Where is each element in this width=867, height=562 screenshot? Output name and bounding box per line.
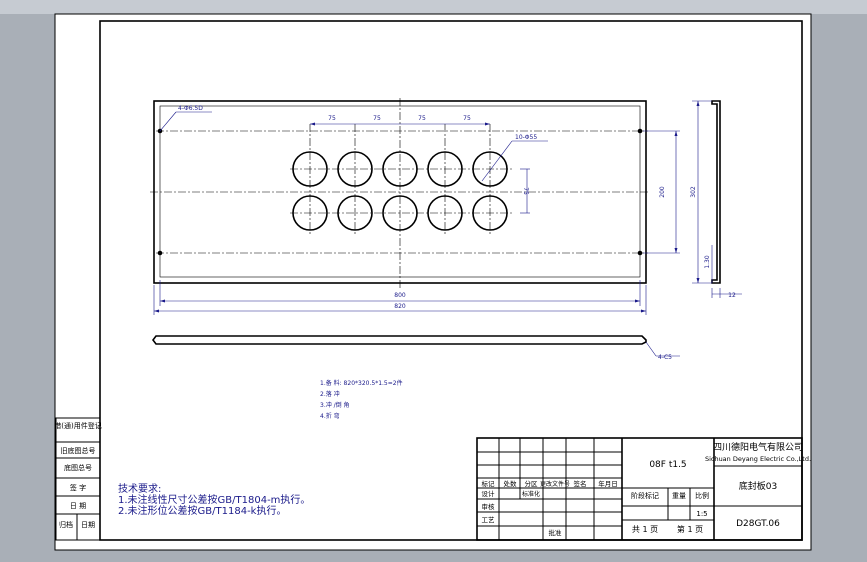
dim-side-height: 1.30	[704, 255, 711, 269]
tech-req-line-1: 1.未注线性尺寸公差按GB/T1804-m执行。	[118, 493, 310, 506]
strip-label-archive-date: 日期	[81, 521, 95, 529]
quantity-label: 重量	[672, 492, 686, 500]
dim-inner-height: 200	[659, 186, 666, 198]
rev-header-zone: 分区	[525, 479, 539, 488]
dim-pitch-1: 75	[328, 115, 336, 122]
strip-label-borrow: 借(通)用件登记	[54, 421, 101, 430]
dim-large-holes: 10-Φ55	[515, 134, 537, 141]
company-name-en: Sichuan Deyang Electric Co.,Ltd.	[705, 455, 811, 463]
scale-value: 1:5	[696, 510, 707, 518]
dim-outer-height: 302	[690, 186, 697, 198]
drawing-sheet	[55, 14, 811, 550]
note-line-1: 1.备 料: 820*320.5*1.5=2件	[320, 379, 403, 387]
dim-outer-width: 820	[394, 303, 406, 310]
revision-table: 标记 处数 分区 更改文件号 签名 年月日 设计 标准化 审核 工艺 批准	[477, 438, 623, 540]
sign-row-standard: 标准化	[522, 490, 540, 498]
strip-label-old-base: 旧底图总号	[61, 446, 96, 455]
drawing-number: D28GT.06	[736, 519, 780, 529]
dimensions: 75 75 75 75 4-Φ6.5D 10-Φ55 75 200 800	[153, 105, 680, 315]
material-spec: 08F t1.5	[649, 460, 686, 470]
rev-header-doc: 更改文件号	[540, 480, 570, 488]
sheet-total: 共 1 页	[632, 525, 658, 534]
rev-header-count: 处数	[504, 479, 518, 488]
dim-pitch-3: 75	[418, 115, 426, 122]
dim-inner-width: 800	[394, 292, 406, 299]
tech-req-line-2: 2.未注形位公差按GB/T1184-k执行。	[118, 504, 286, 517]
dim-row-gap: 75	[522, 187, 529, 195]
sign-row-approve: 批准	[549, 528, 563, 537]
tech-req-title: 技术要求:	[118, 482, 161, 495]
strip-label-date: 日 期	[70, 502, 86, 510]
plate-front-view	[150, 98, 650, 288]
note-line-4: 4.折 弯	[320, 412, 340, 420]
strip-label-base: 底图总号	[64, 463, 92, 472]
dim-chamfer: 4-C5	[658, 354, 672, 361]
strip-label-archive: 归档	[59, 520, 73, 529]
dim-pitch-2: 75	[373, 115, 381, 122]
note-line-2: 2.落 冲	[320, 390, 340, 398]
company-name: 四川德阳电气有限公司	[713, 441, 803, 453]
technical-requirements: 技术要求: 1.未注线性尺寸公差按GB/T1804-m执行。 2.未注形位公差按…	[118, 482, 310, 517]
sign-row-review: 审核	[482, 502, 496, 511]
strip-label-sign: 签 字	[70, 483, 86, 492]
sign-row-process: 工艺	[482, 516, 496, 524]
drawing-frame	[99, 20, 803, 541]
sheet-outer-border	[54, 13, 812, 551]
dim-pitch-4: 75	[463, 115, 471, 122]
process-notes: 1.备 料: 820*320.5*1.5=2件 2.落 冲 3.冲 /倒 角 4…	[320, 379, 403, 420]
rev-header-sign: 签名	[574, 479, 587, 488]
hole-pattern	[290, 124, 512, 236]
dim-side-thickness: 12	[728, 292, 736, 299]
left-filing-strip: 借(通)用件登记 旧底图总号 底图总号 签 字 日 期 归档 日期	[54, 417, 102, 541]
title-block: 标记 处数 分区 更改文件号 签名 年月日 设计 标准化 审核 工艺 批准 08…	[476, 437, 811, 541]
plate-top-view: 4-C5	[152, 335, 680, 361]
window-top-bar	[0, 0, 867, 14]
dim-mounting-holes: 4-Φ6.5D	[178, 105, 203, 112]
note-line-3: 3.冲 /倒 角	[320, 401, 350, 409]
part-name: 底封板03	[739, 480, 777, 492]
rev-header-date: 年月日	[598, 479, 618, 488]
plate-side-view: 302 1.30 12	[690, 100, 742, 299]
rev-header-mark: 标记	[482, 479, 496, 488]
scale-label: 比例	[695, 491, 709, 500]
sign-row-design: 设计	[482, 489, 496, 498]
sheet-number: 第 1 页	[677, 524, 703, 534]
stage-label: 阶段标记	[631, 491, 659, 500]
